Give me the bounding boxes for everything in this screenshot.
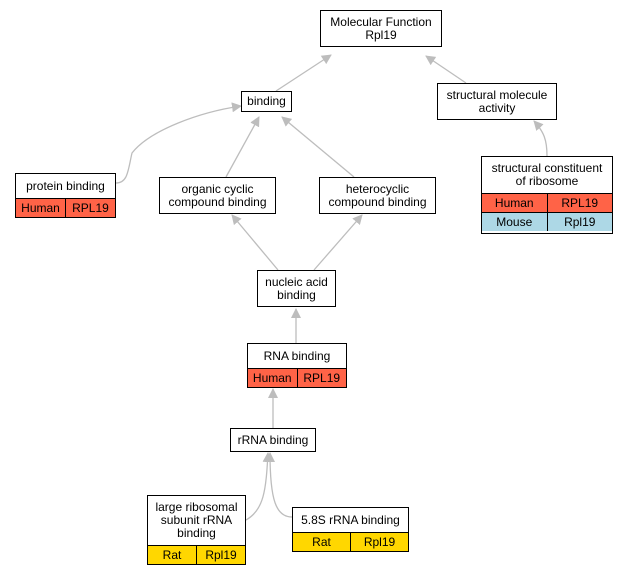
node-structural-molecule-activity[interactable]: structural molecule activity <box>437 83 557 120</box>
edge-binding-to-molecular-function <box>275 54 332 92</box>
node-title: nucleic acid binding <box>265 274 328 302</box>
node-rna-binding[interactable]: RNA binding Human RPL19 <box>247 343 347 388</box>
annotation-row-mouse: Mouse Rpl19 <box>482 212 612 231</box>
gene-cell: RPL19 <box>546 194 613 212</box>
node-title: heterocyclic compound binding <box>328 181 427 209</box>
gene-cell: Rpl19 <box>546 213 613 231</box>
node-title: large ribosomal subunit rRNA binding <box>155 500 238 540</box>
node-rrna-binding[interactable]: rRNA binding <box>230 428 316 452</box>
edge-protein-binding-to-binding <box>115 102 242 184</box>
gene-cell: Rpl19 <box>350 533 408 551</box>
species-cell: Rat <box>312 535 331 549</box>
species-cell: Mouse <box>496 215 533 229</box>
node-protein-binding[interactable]: protein binding Human RPL19 <box>15 173 116 218</box>
gene-cell: RPL19 <box>65 199 115 217</box>
node-molecular-function[interactable]: Molecular Function Rpl19 <box>320 10 442 47</box>
node-structural-constituent-of-ribosome[interactable]: structural constituent of ribosome Human… <box>481 156 613 234</box>
node-title: organic cyclic compound binding <box>168 181 267 209</box>
edge-structural-constituent-to-structural-molecule <box>533 120 548 157</box>
node-organic-cyclic-compound-binding[interactable]: organic cyclic compound binding <box>159 177 276 214</box>
edge-large-subunit-to-rrna-binding <box>245 452 273 521</box>
gene-cell: RPL19 <box>296 369 347 387</box>
edge-organic-cyclic-to-binding <box>225 116 260 178</box>
node-title: rRNA binding <box>237 432 309 447</box>
edge-58s-to-rrna-binding <box>265 452 293 518</box>
node-title: protein binding <box>26 178 105 193</box>
annotation-row-human: Human RPL19 <box>16 198 115 217</box>
annotation-row-human: Human RPL19 <box>482 193 612 212</box>
annotation-row-human: Human RPL19 <box>248 368 346 387</box>
edge-heterocyclic-to-binding <box>281 116 355 178</box>
node-title: binding <box>247 94 286 108</box>
node-heterocyclic-compound-binding[interactable]: heterocyclic compound binding <box>319 177 436 214</box>
species-cell: Human <box>494 196 534 210</box>
edge-nucleic-acid-to-organic-cyclic <box>231 214 279 271</box>
species-cell: Human <box>21 201 60 215</box>
node-5-8s-rrna-binding[interactable]: 5.8S rRNA binding Rat Rpl19 <box>292 507 409 552</box>
node-title: structural molecule activity <box>446 87 548 115</box>
gene-cell: Rpl19 <box>196 546 245 564</box>
species-cell: Rat <box>162 548 182 562</box>
node-title: 5.8S rRNA binding <box>301 512 400 527</box>
node-title: Molecular Function Rpl19 <box>330 14 432 42</box>
node-large-ribosomal-subunit-rrna-binding[interactable]: large ribosomal subunit rRNA binding Rat… <box>147 495 246 565</box>
node-binding[interactable]: binding <box>241 91 292 112</box>
node-nucleic-acid-binding[interactable]: nucleic acid binding <box>257 270 336 307</box>
node-title: structural constituent of ribosome <box>491 161 603 188</box>
node-title: RNA binding <box>263 348 331 363</box>
annotation-row-rat: Rat Rpl19 <box>148 545 245 564</box>
edge-nucleic-acid-to-heterocyclic <box>313 214 363 271</box>
edge-structural-molecule-to-molecular-function <box>425 55 467 84</box>
annotation-row-rat: Rat Rpl19 <box>293 532 408 551</box>
species-cell: Human <box>252 371 292 385</box>
